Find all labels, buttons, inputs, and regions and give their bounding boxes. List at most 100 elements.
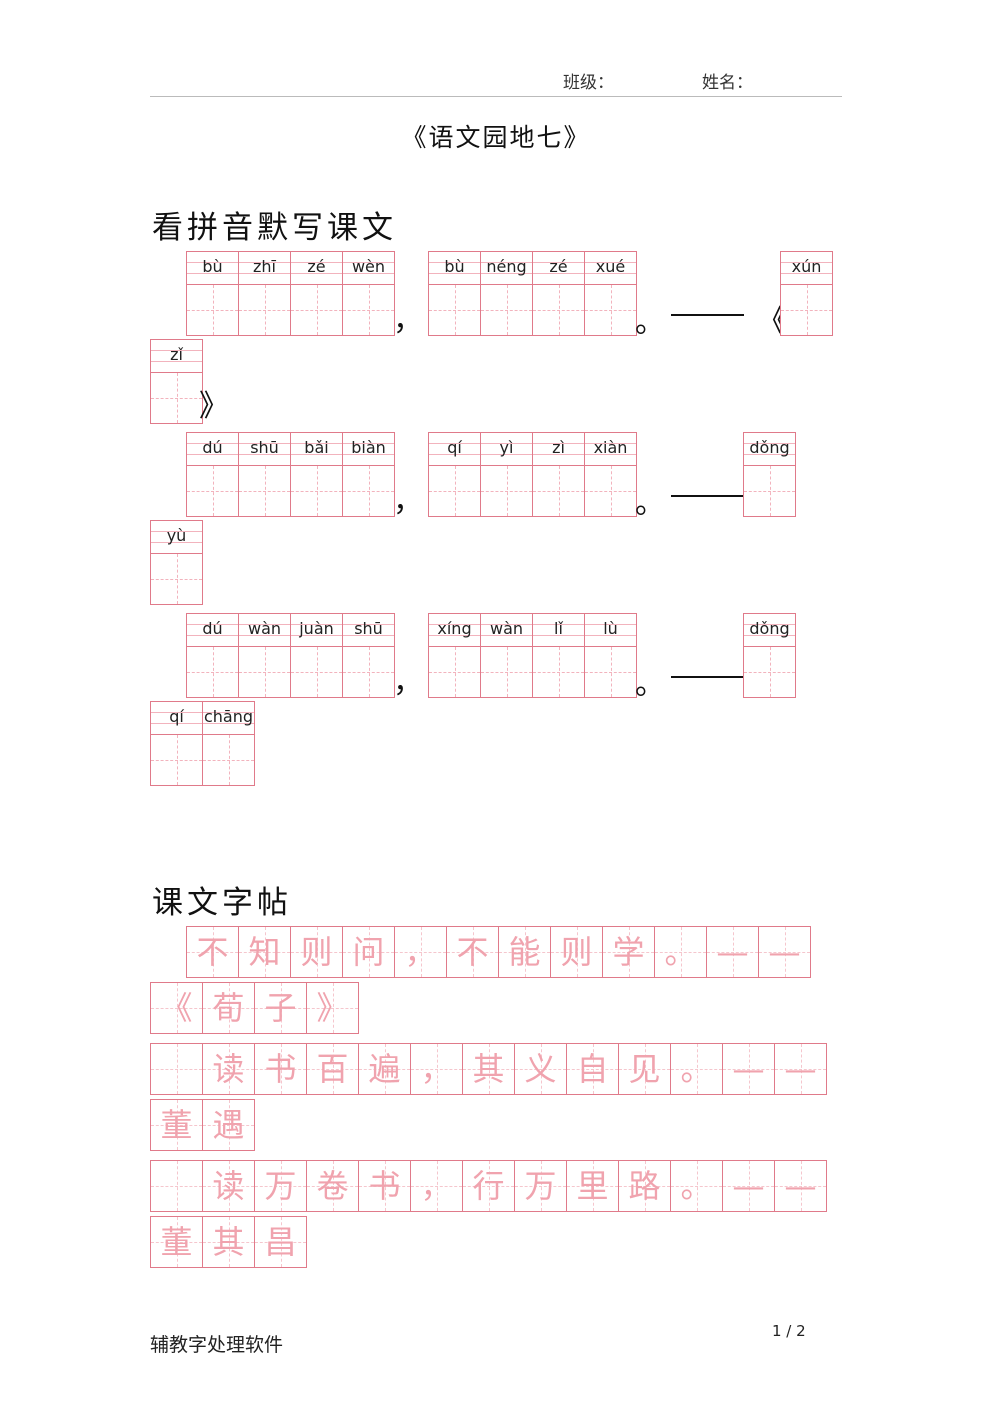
trace-cell[interactable]: ， [410,1044,462,1094]
trace-cell[interactable]: — [758,927,810,977]
trace-cell[interactable]: 其 [202,1217,254,1267]
writing-box[interactable] [239,647,290,697]
writing-box[interactable] [481,285,532,335]
writing-box[interactable] [151,735,202,785]
trace-character: — [784,1167,817,1205]
writing-box[interactable] [239,466,290,516]
trace-cell[interactable]: 书 [358,1161,410,1211]
trace-cell[interactable]: 行 [462,1161,514,1211]
trace-cell[interactable]: 则 [290,927,342,977]
writing-box[interactable] [481,466,532,516]
trace-cell[interactable]: 百 [306,1044,358,1094]
trace-cell[interactable] [151,1161,202,1211]
copybook-row: 读书百遍，其义自见。—— [150,1043,827,1095]
writing-box[interactable] [151,373,202,423]
pinyin-syllable: wàn [239,614,290,647]
author-pinyin: dǒng [743,432,796,517]
pinyin-syllable: bǎi [291,433,342,466]
trace-cell[interactable]: 万 [514,1161,566,1211]
writing-box[interactable] [744,647,795,697]
pinyin-syllable: qí [429,433,480,466]
writing-box[interactable] [187,285,238,335]
trace-cell[interactable]: 见 [618,1044,670,1094]
trace-cell[interactable]: 遇 [202,1100,254,1150]
period-mark: 。 [635,486,665,521]
writing-box[interactable] [533,466,584,516]
trace-cell[interactable]: 荀 [202,983,254,1033]
trace-cell[interactable]: 不 [187,927,238,977]
writing-box[interactable] [429,285,480,335]
trace-cell[interactable]: 卷 [306,1161,358,1211]
writing-box[interactable] [239,285,290,335]
trace-cell[interactable]: 书 [254,1044,306,1094]
trace-cell[interactable]: 不 [446,927,498,977]
trace-cell[interactable]: 万 [254,1161,306,1211]
copybook-row: 不知则问，不能则学。—— [186,926,811,978]
writing-box[interactable] [533,285,584,335]
trace-cell[interactable]: 自 [566,1044,618,1094]
dash-line [671,676,744,678]
writing-box[interactable] [585,466,636,516]
trace-cell[interactable]: 董 [151,1217,202,1267]
author-pinyin: xún [780,251,833,336]
trace-cell[interactable]: 。 [654,927,706,977]
trace-cell[interactable]: 遍 [358,1044,410,1094]
trace-cell[interactable]: 读 [202,1044,254,1094]
trace-cell[interactable]: 董 [151,1100,202,1150]
pinyin-syllable: xué [585,252,636,285]
pinyin-cell: zhī [238,252,290,335]
trace-cell[interactable]: — [774,1044,826,1094]
writing-box[interactable] [781,285,832,335]
trace-cell[interactable]: 里 [566,1161,618,1211]
trace-cell[interactable]: 其 [462,1044,514,1094]
trace-cell[interactable]: 问 [342,927,394,977]
writing-box[interactable] [291,466,342,516]
trace-cell[interactable]: 知 [238,927,290,977]
writing-box[interactable] [343,647,394,697]
writing-box[interactable] [429,647,480,697]
trace-cell[interactable]: 。 [670,1161,722,1211]
writing-box[interactable] [533,647,584,697]
trace-cell[interactable]: 则 [550,927,602,977]
writing-box[interactable] [744,466,795,516]
trace-cell[interactable]: — [706,927,758,977]
writing-box[interactable] [585,647,636,697]
pinyin-cell: xíng [429,614,480,697]
pinyin-cell: shū [342,614,394,697]
trace-cell[interactable]: 》 [306,983,358,1033]
trace-cell[interactable]: 路 [618,1161,670,1211]
pinyin-syllable: wàn [481,614,532,647]
trace-cell[interactable]: 子 [254,983,306,1033]
trace-character: 能 [508,933,541,971]
trace-cell[interactable]: 。 [670,1044,722,1094]
trace-cell[interactable]: ， [410,1161,462,1211]
writing-box[interactable] [585,285,636,335]
trace-cell[interactable]: 义 [514,1044,566,1094]
trace-cell[interactable]: 昌 [254,1217,306,1267]
trace-cell[interactable]: — [774,1161,826,1211]
trace-cell[interactable]: ， [394,927,446,977]
trace-character: 百 [316,1050,349,1088]
writing-box[interactable] [291,647,342,697]
writing-box[interactable] [291,285,342,335]
writing-box[interactable] [203,735,254,785]
writing-box[interactable] [151,554,202,604]
writing-box[interactable] [343,466,394,516]
trace-cell[interactable]: 学 [602,927,654,977]
trace-cell[interactable]: — [722,1161,774,1211]
pinyin-syllable: néng [481,252,532,285]
trace-cell[interactable]: — [722,1044,774,1094]
writing-box[interactable] [187,647,238,697]
trace-cell[interactable]: 《 [151,983,202,1033]
trace-character: 《 [160,989,193,1027]
trace-cell[interactable] [151,1044,202,1094]
writing-box[interactable] [187,466,238,516]
writing-box[interactable] [429,466,480,516]
trace-cell[interactable]: 读 [202,1161,254,1211]
trace-character: 其 [212,1223,245,1261]
writing-box[interactable] [343,285,394,335]
writing-box[interactable] [481,647,532,697]
trace-cell[interactable]: 能 [498,927,550,977]
